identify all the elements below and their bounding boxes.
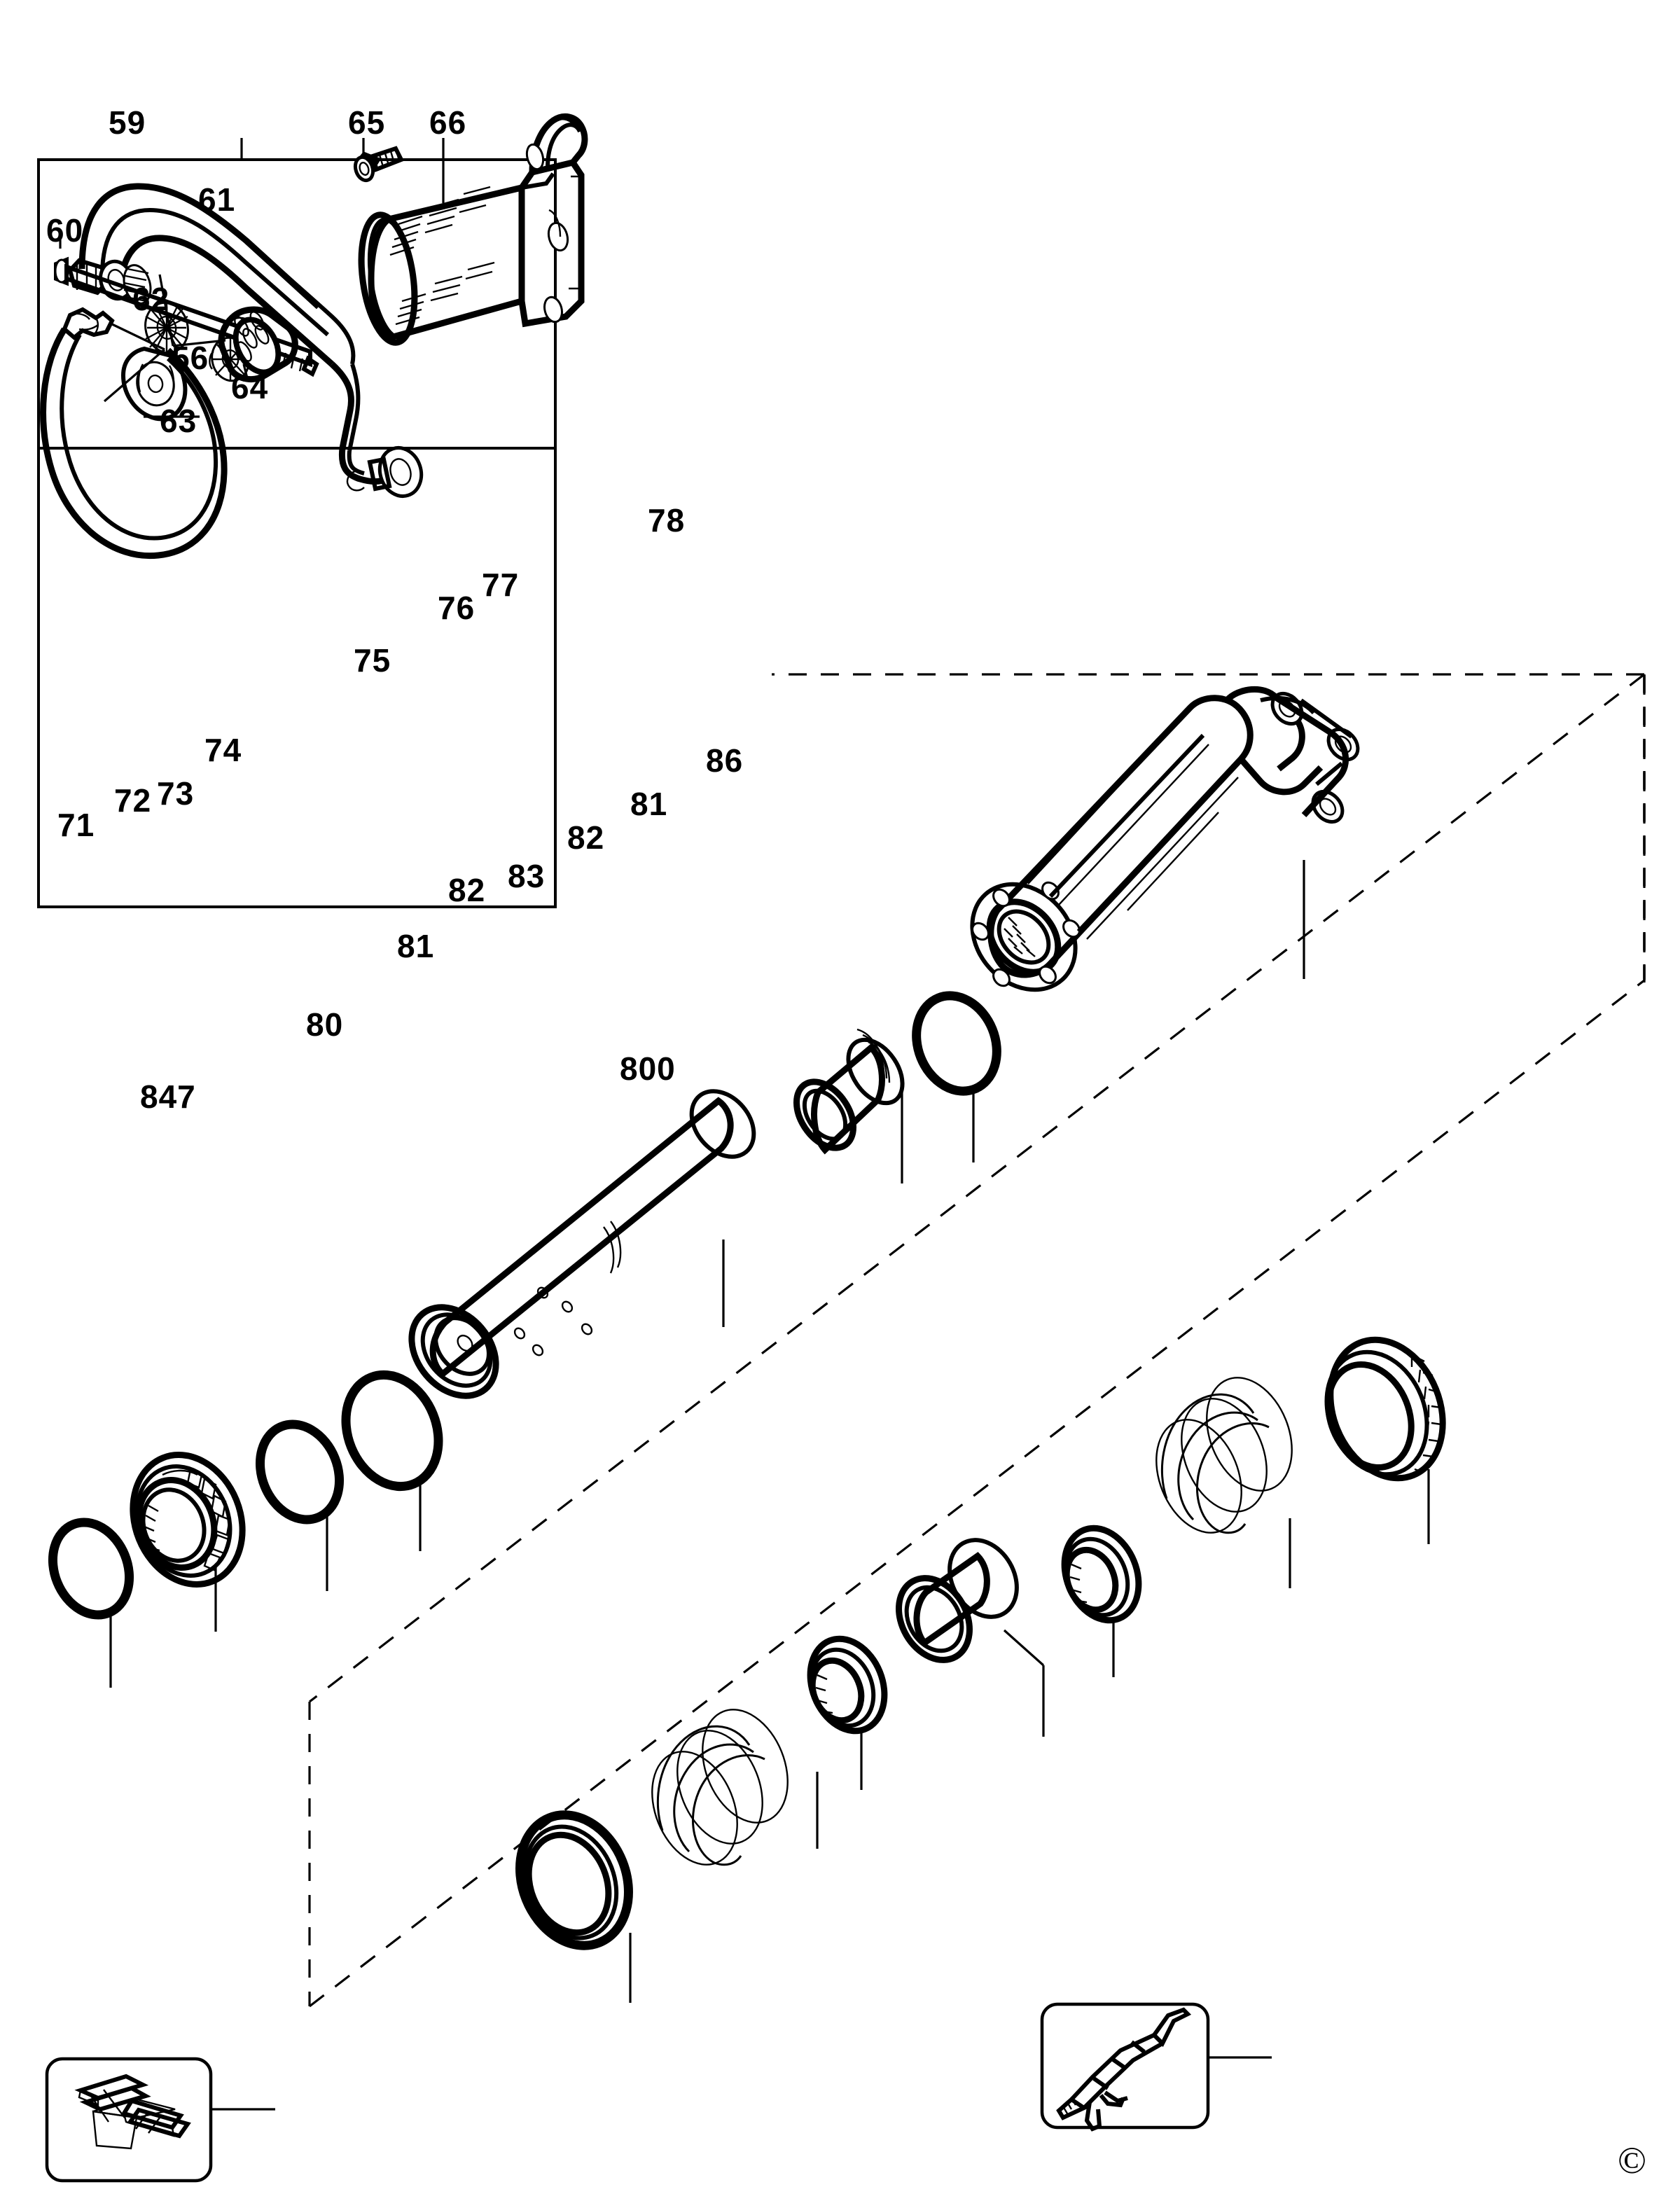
dashed-boundary-final bbox=[1643, 675, 1646, 980]
callout-59: 59 bbox=[109, 104, 146, 141]
carry-case-glyph bbox=[74, 2074, 191, 2150]
grease-gun-glyph bbox=[1056, 2007, 1192, 2132]
subassembly-dashed-outline bbox=[1643, 676, 1646, 980]
callout-86: 86 bbox=[706, 742, 744, 779]
callout-65: 65 bbox=[348, 104, 386, 141]
screw-leaders-56 bbox=[103, 322, 166, 403]
o-ring-74 bbox=[341, 1370, 443, 1551]
callout-82-upper: 82 bbox=[567, 819, 605, 856]
callout-80: 80 bbox=[306, 1006, 344, 1043]
piston-sleeve-76 bbox=[793, 1028, 905, 1183]
callout-800: 800 bbox=[620, 1050, 676, 1087]
motor-housing-cover-66 bbox=[358, 113, 588, 346]
callout-847: 847 bbox=[140, 1078, 196, 1115]
callout-75: 75 bbox=[354, 642, 391, 679]
callout-63: 63 bbox=[160, 403, 197, 439]
cylinder-barrel-75 bbox=[408, 1089, 756, 1399]
callout-81-lower: 81 bbox=[397, 928, 435, 964]
o-ring-73 bbox=[255, 1419, 345, 1591]
callout-74: 74 bbox=[204, 732, 242, 768]
handle-bar-61 bbox=[67, 183, 424, 498]
callout-64: 64 bbox=[231, 369, 269, 405]
callout-73: 73 bbox=[157, 775, 195, 812]
callout-78: 78 bbox=[648, 502, 686, 539]
socket-head-screw-65 bbox=[353, 146, 405, 183]
knurled-retaining-nut-72 bbox=[130, 1452, 246, 1632]
motor-housing-group bbox=[353, 113, 588, 346]
callout-77: 77 bbox=[482, 567, 520, 603]
callout-82-lower: 82 bbox=[448, 872, 486, 908]
callout-66: 66 bbox=[429, 104, 467, 141]
clamp-band-63 bbox=[40, 307, 228, 560]
sleeve-bushing-83 bbox=[896, 1538, 1045, 1737]
accessory-box-800 bbox=[1040, 2002, 1272, 2132]
callout-83: 83 bbox=[508, 858, 546, 894]
callout-72: 72 bbox=[114, 782, 152, 819]
toothed-retaining-ring-86 bbox=[1324, 1336, 1446, 1544]
callout-71: 71 bbox=[57, 807, 95, 843]
o-ring-71 bbox=[48, 1518, 134, 1688]
callout-62: 62 bbox=[132, 281, 170, 317]
copyright-mark: © bbox=[1618, 2139, 1647, 2181]
bearing-race-82-lower bbox=[807, 1635, 888, 1790]
callout-61: 61 bbox=[198, 181, 236, 218]
coil-spring-81-upper bbox=[1155, 1377, 1293, 1588]
callout-81-upper: 81 bbox=[630, 786, 668, 822]
knob-64 bbox=[218, 306, 298, 383]
callout-56: 56 bbox=[172, 340, 209, 376]
handle-assembly-group bbox=[37, 138, 557, 908]
gear-case-housing-78 bbox=[970, 686, 1360, 992]
subassembly-dashed-boundary bbox=[772, 673, 1646, 994]
seal-ring-80 bbox=[515, 1810, 633, 2003]
callout-60: 60 bbox=[46, 212, 84, 249]
bearing-race-82-upper bbox=[1061, 1525, 1142, 1677]
coil-spring-81-lower bbox=[651, 1709, 819, 1866]
o-ring-77 bbox=[912, 991, 1001, 1162]
callout-76: 76 bbox=[438, 590, 475, 626]
dashed-parallelogram bbox=[308, 673, 1646, 2008]
accessory-box-847 bbox=[45, 2057, 275, 2183]
